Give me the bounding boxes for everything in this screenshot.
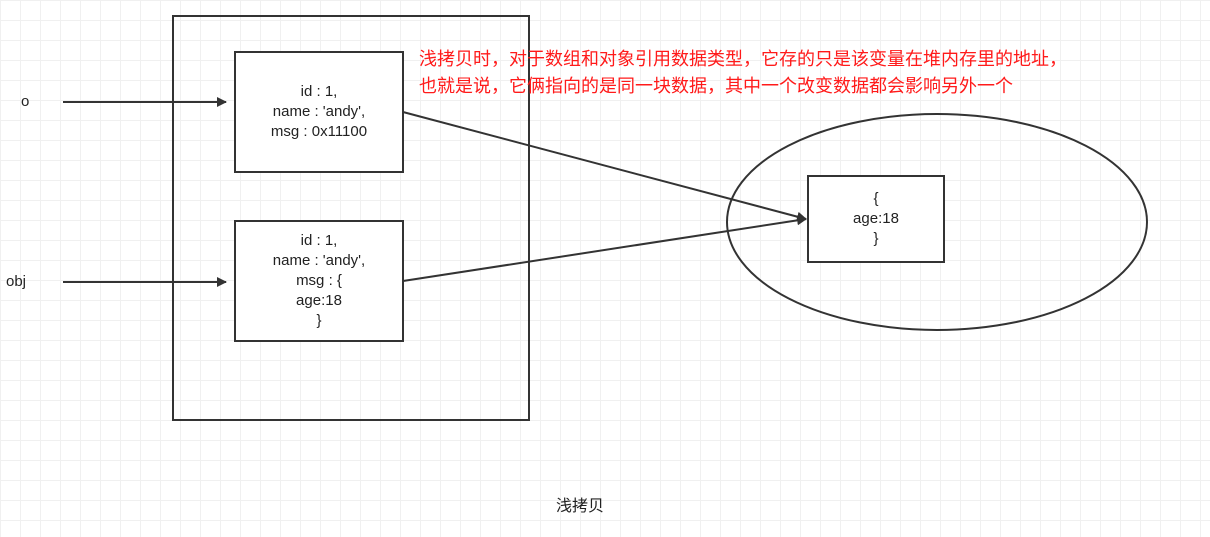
stack-container [172, 15, 530, 421]
heap-object-box: { age:18 } [807, 175, 945, 263]
variable-label-obj: obj [6, 273, 27, 290]
obj-object-box: id : 1, name : 'andy', msg : { age:18 } [234, 220, 404, 342]
annotation-note: 浅拷贝时，对于数组和对象引用数据类型，它存的只是该变量在堆内存里的地址， 也就是… [419, 46, 1067, 100]
heap-ellipse [726, 113, 1148, 331]
annotation-line-1: 浅拷贝时，对于数组和对象引用数据类型，它存的只是该变量在堆内存里的地址， [419, 49, 1067, 70]
arrow-obj-msg-to-heap [402, 215, 807, 282]
variable-label-o: o [21, 93, 30, 110]
annotation-line-2: 也就是说，它俩指向的是同一块数据，其中一个改变数据都会影响另外一个 [419, 76, 1013, 97]
diagram-caption: 浅拷贝 [556, 496, 605, 515]
arrow-o-msg-to-heap [402, 111, 807, 222]
o-object-box: id : 1, name : 'andy', msg : 0x11100 [234, 51, 404, 173]
